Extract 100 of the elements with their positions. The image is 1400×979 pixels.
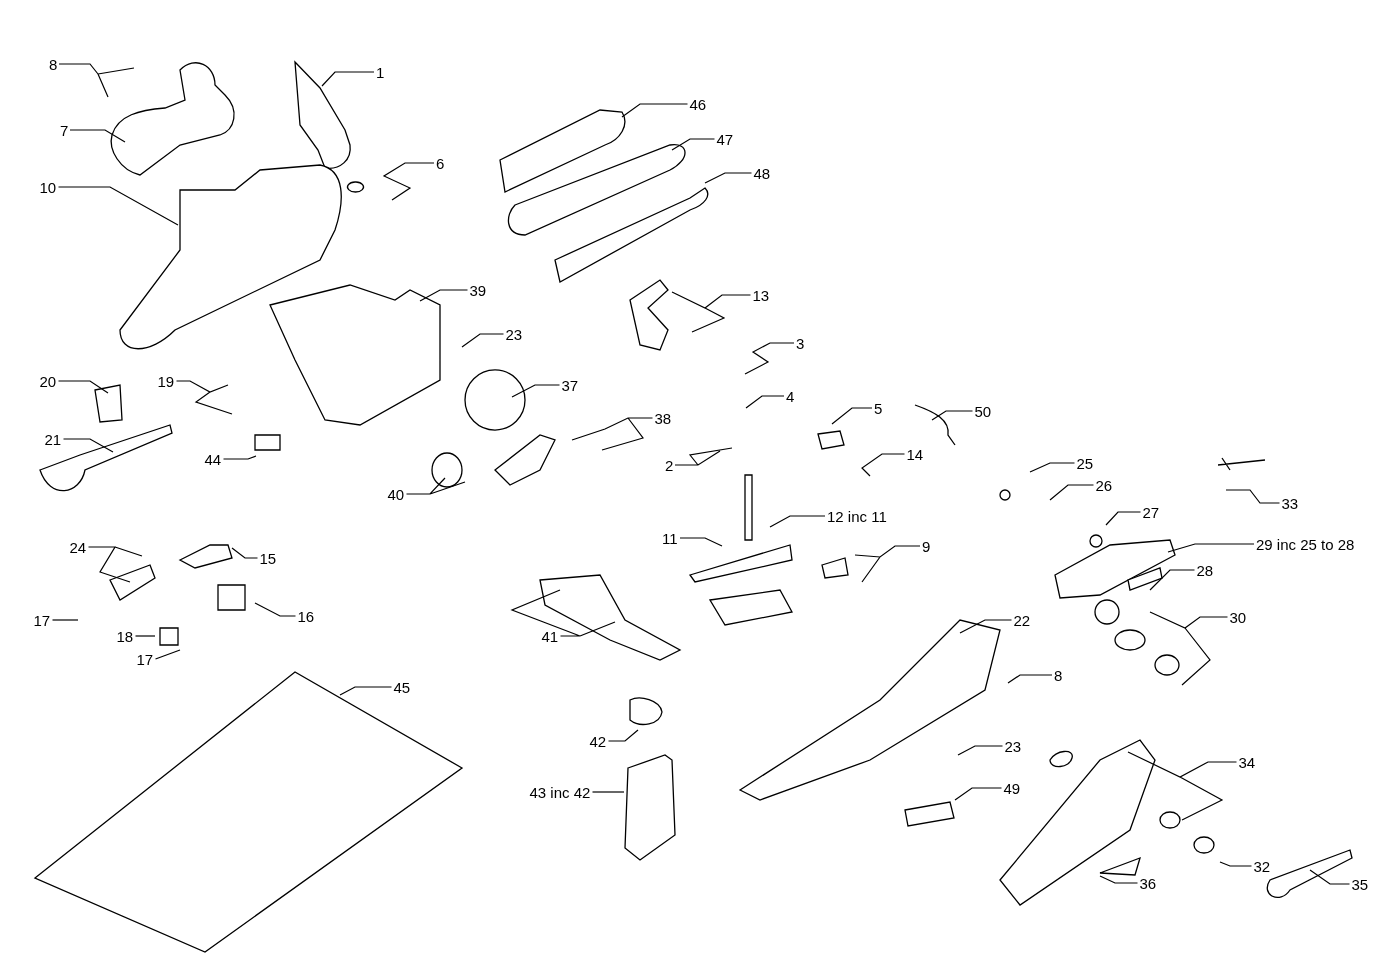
leader-line xyxy=(382,162,435,201)
leader-line xyxy=(58,63,135,98)
callout-number: 7 xyxy=(60,121,69,139)
leader-line xyxy=(1149,611,1229,686)
callout-number: 48 xyxy=(753,164,771,182)
callout-number: 47 xyxy=(716,130,734,148)
leader-line xyxy=(510,589,616,637)
callout-number: 11 xyxy=(662,529,678,547)
leader-line xyxy=(175,380,233,415)
leader-line xyxy=(1167,543,1255,553)
leader-line xyxy=(62,438,114,453)
callout-number: 5 xyxy=(874,399,883,417)
callout-number: 43 inc 42 xyxy=(529,783,591,801)
callout-number: 44 xyxy=(204,450,222,468)
leader-line xyxy=(744,342,795,375)
callout-number: 42 xyxy=(589,732,607,750)
callout-number: 39 xyxy=(469,281,487,299)
callout-number: 22 xyxy=(1013,611,1031,629)
leader-line xyxy=(861,453,906,477)
callout-number: 41 xyxy=(541,627,559,645)
callout-number: 45 xyxy=(393,678,411,696)
leader-line xyxy=(931,410,974,421)
leader-line xyxy=(959,619,1013,634)
leader-line xyxy=(339,686,393,696)
callout-number: 46 xyxy=(689,95,707,113)
callout-number: 36 xyxy=(1139,874,1157,892)
callout-number: 33 xyxy=(1281,494,1299,512)
leader-line xyxy=(461,333,505,348)
callout-number: 16 xyxy=(297,607,315,625)
leader-line xyxy=(57,186,179,226)
leader-line xyxy=(231,547,259,559)
callout-number: 25 xyxy=(1076,454,1094,472)
leader-line xyxy=(571,417,654,451)
callout-number: 24 xyxy=(69,538,87,556)
callout-number: 2 xyxy=(665,456,674,474)
leader-line xyxy=(511,384,561,398)
callout-number: 8 xyxy=(49,55,58,73)
leader-line xyxy=(222,455,257,460)
callout-number: 9 xyxy=(922,537,931,555)
callout-number: 32 xyxy=(1253,857,1271,875)
leader-line xyxy=(51,619,79,621)
leader-line xyxy=(674,447,733,466)
callout-number: 19 xyxy=(157,372,175,390)
callout-number: 37 xyxy=(561,376,579,394)
leader-line xyxy=(1149,569,1196,591)
leader-line xyxy=(704,172,753,184)
callout-number: 17 xyxy=(33,611,51,629)
callout-number: 34 xyxy=(1238,753,1256,771)
leader-line xyxy=(254,602,297,617)
callout-number: 35 xyxy=(1351,875,1369,893)
callout-number: 26 xyxy=(1095,476,1113,494)
callout-number: 23 xyxy=(505,325,523,343)
leader-line xyxy=(769,515,826,528)
callout-number: 28 xyxy=(1196,561,1214,579)
callout-number: 12 inc 11 xyxy=(827,507,887,525)
leader-line xyxy=(671,291,752,333)
leader-line xyxy=(745,395,785,409)
leader-line xyxy=(134,635,156,637)
leader-line xyxy=(1225,489,1281,504)
leader-line xyxy=(419,289,469,302)
callout-number: 10 xyxy=(39,178,57,196)
leader-line xyxy=(831,407,873,425)
leader-line xyxy=(154,649,181,660)
leader-line xyxy=(1029,462,1076,473)
callout-number: 13 xyxy=(752,286,770,304)
callout-number: 6 xyxy=(436,154,445,172)
leader-line xyxy=(321,71,375,87)
leader-line xyxy=(87,546,143,583)
callout-number: 14 xyxy=(906,445,924,463)
callout-number: 50 xyxy=(974,402,992,420)
leader-line xyxy=(1105,511,1142,526)
leader-line xyxy=(1049,484,1095,501)
leader-line xyxy=(69,129,126,143)
callout-number: 3 xyxy=(796,334,805,352)
callout-number: 30 xyxy=(1229,608,1247,626)
leader-line xyxy=(679,537,723,547)
leader-line xyxy=(1309,869,1351,885)
leader-line xyxy=(621,103,689,118)
callout-number: 23 xyxy=(1004,737,1022,755)
leader-line xyxy=(1007,674,1053,684)
leader-line xyxy=(1127,751,1238,821)
leader-line xyxy=(405,477,466,495)
leader-line xyxy=(671,138,716,151)
leader-line xyxy=(1099,875,1139,884)
callout-number: 4 xyxy=(786,387,795,405)
callout-number: 1 xyxy=(376,63,385,81)
callout-number: 18 xyxy=(116,627,134,645)
callout-number: 29 inc 25 to 28 xyxy=(1256,535,1355,553)
callout-number: 20 xyxy=(39,372,57,390)
callout-number: 15 xyxy=(259,549,277,567)
callout-number: 8 xyxy=(1054,666,1063,684)
leader-line xyxy=(591,791,625,793)
callout-number: 17 xyxy=(136,650,154,668)
leader-line xyxy=(57,380,109,394)
leader-line xyxy=(607,729,639,742)
leader-line xyxy=(954,787,1003,801)
callout-number: 40 xyxy=(387,485,405,503)
callout-number: 27 xyxy=(1142,503,1160,521)
callout-number: 38 xyxy=(654,409,672,427)
leader-line xyxy=(957,745,1004,756)
